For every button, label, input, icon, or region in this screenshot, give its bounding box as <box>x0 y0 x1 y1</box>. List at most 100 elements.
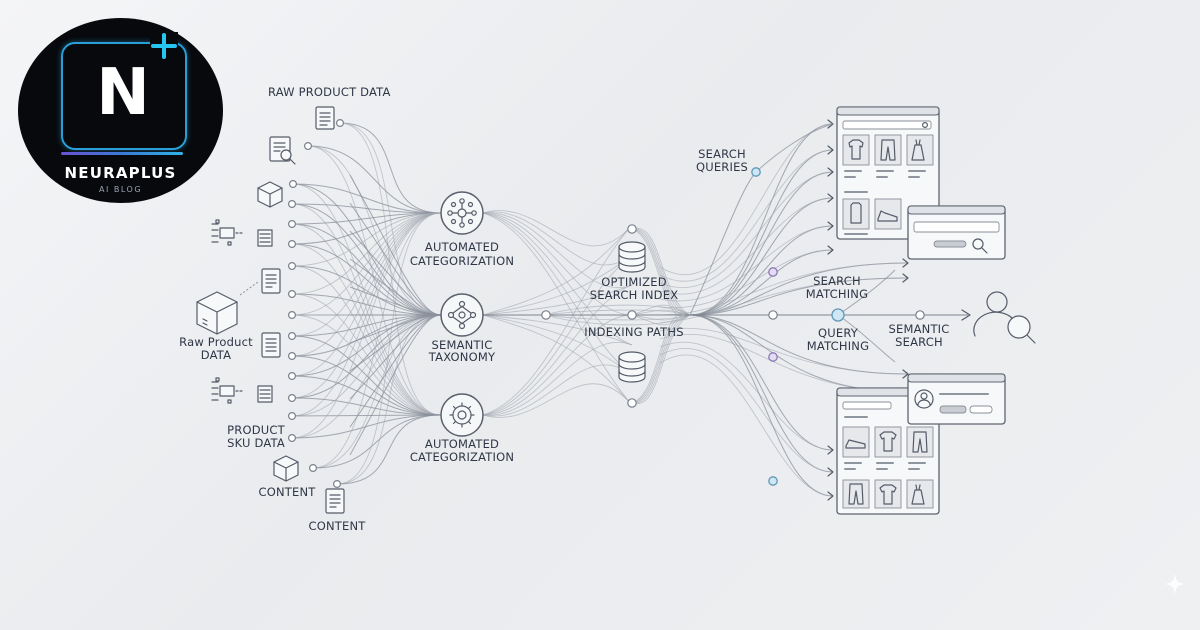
flow-line <box>292 183 442 416</box>
search-icon <box>972 238 988 254</box>
product-sku-data-label-line1: PRODUCT <box>227 423 285 437</box>
flow-line <box>291 243 442 416</box>
junction-node <box>627 398 637 408</box>
flow-line <box>659 341 834 451</box>
profile-popup-window <box>907 373 1006 425</box>
junction-node <box>627 310 637 320</box>
flow-line <box>631 227 691 316</box>
source-node <box>288 200 297 209</box>
flow-line <box>482 254 633 416</box>
flow-line <box>631 304 691 316</box>
flow-line <box>291 203 442 316</box>
content-label: CONTENT <box>258 485 316 499</box>
semantic-search-label-line2: SEARCH <box>895 335 943 349</box>
source-node <box>289 180 298 189</box>
user-search-icon <box>973 291 1036 344</box>
avatar-icon <box>914 389 934 409</box>
flow-line <box>837 269 896 316</box>
flow-line <box>482 314 633 376</box>
search-queries-label-line2: QUERIES <box>696 160 748 174</box>
flow-line <box>631 314 691 404</box>
query-matching-label-line2: MATCHING <box>807 339 869 353</box>
package-icon <box>273 455 299 482</box>
flow-line <box>312 414 442 469</box>
flow-line <box>659 277 909 324</box>
source-nodes <box>288 118 345 489</box>
junction-node <box>768 310 778 320</box>
junction-node <box>541 310 551 320</box>
document-list-icon <box>261 332 281 358</box>
arrowhead <box>827 445 834 455</box>
flow-line <box>307 145 442 416</box>
gear-icon <box>449 402 475 428</box>
flow-line <box>545 309 691 316</box>
flow-line <box>291 397 442 416</box>
junction-node <box>831 308 845 322</box>
flow-line <box>339 122 442 316</box>
semantic-taxonomy-hub <box>440 293 484 337</box>
flow-line <box>631 228 691 316</box>
flow-line <box>659 354 834 497</box>
junction-node <box>768 476 778 486</box>
flow-line <box>349 314 442 400</box>
arrowhead <box>827 245 834 255</box>
product-tile <box>842 134 870 166</box>
flow-line <box>291 212 442 225</box>
flow-line <box>336 212 442 485</box>
source-node <box>288 412 297 421</box>
network-hub-icon <box>447 198 477 228</box>
search-queries-label-line1: SEARCH <box>698 147 746 161</box>
flow-line <box>291 375 442 416</box>
junction-node <box>915 310 925 320</box>
source-node <box>288 240 297 249</box>
flow-line <box>545 314 691 321</box>
product-sku-data-label-line2: SKU DATA <box>227 436 285 450</box>
arrowhead <box>827 193 834 203</box>
flow-line <box>659 225 834 302</box>
arrowhead <box>827 467 834 477</box>
source-node <box>288 311 297 320</box>
flow-line <box>482 212 633 376</box>
flow-line <box>291 212 442 399</box>
flow-line <box>291 314 442 377</box>
source-node <box>288 394 297 403</box>
arrowhead <box>827 167 834 177</box>
flow-line <box>689 171 834 316</box>
flow-line <box>545 314 691 326</box>
document-icon <box>325 488 345 514</box>
flow-line <box>482 314 633 416</box>
flow-line <box>659 327 909 375</box>
flow-line <box>291 212 442 245</box>
flow-line <box>482 211 633 266</box>
product-tile <box>874 426 902 458</box>
flow-line <box>349 314 442 456</box>
flow-line <box>545 304 691 316</box>
sparkle-icon <box>1164 573 1186 595</box>
flow-line <box>482 224 633 416</box>
flow-line <box>292 183 442 214</box>
optimized-search-index-label-line2: SEARCH INDEX <box>590 288 679 302</box>
package-icon <box>257 181 283 208</box>
flow-line <box>291 314 442 439</box>
query-matching-label-line1: QUERY <box>818 326 859 340</box>
flow-line <box>482 210 633 247</box>
flow-line <box>689 314 834 451</box>
table-icon <box>257 385 273 403</box>
product-tile <box>842 198 870 230</box>
flow-line <box>291 265 442 316</box>
flow-line <box>291 223 442 416</box>
flow-line <box>631 228 691 316</box>
flow-line <box>482 383 633 418</box>
automated-categorization-bottom-label-line2: CATEGORIZATION <box>410 450 514 464</box>
flow-line <box>482 314 633 406</box>
source-node <box>288 352 297 361</box>
source-node <box>336 118 345 127</box>
flow-line <box>659 197 834 295</box>
product-tile <box>906 479 934 509</box>
junction-node <box>768 267 778 277</box>
flow-line <box>291 314 442 357</box>
index-to-output-flow-lines <box>545 119 909 501</box>
product-tile <box>842 426 870 458</box>
junction-node <box>768 352 778 362</box>
flow-line <box>336 414 442 485</box>
